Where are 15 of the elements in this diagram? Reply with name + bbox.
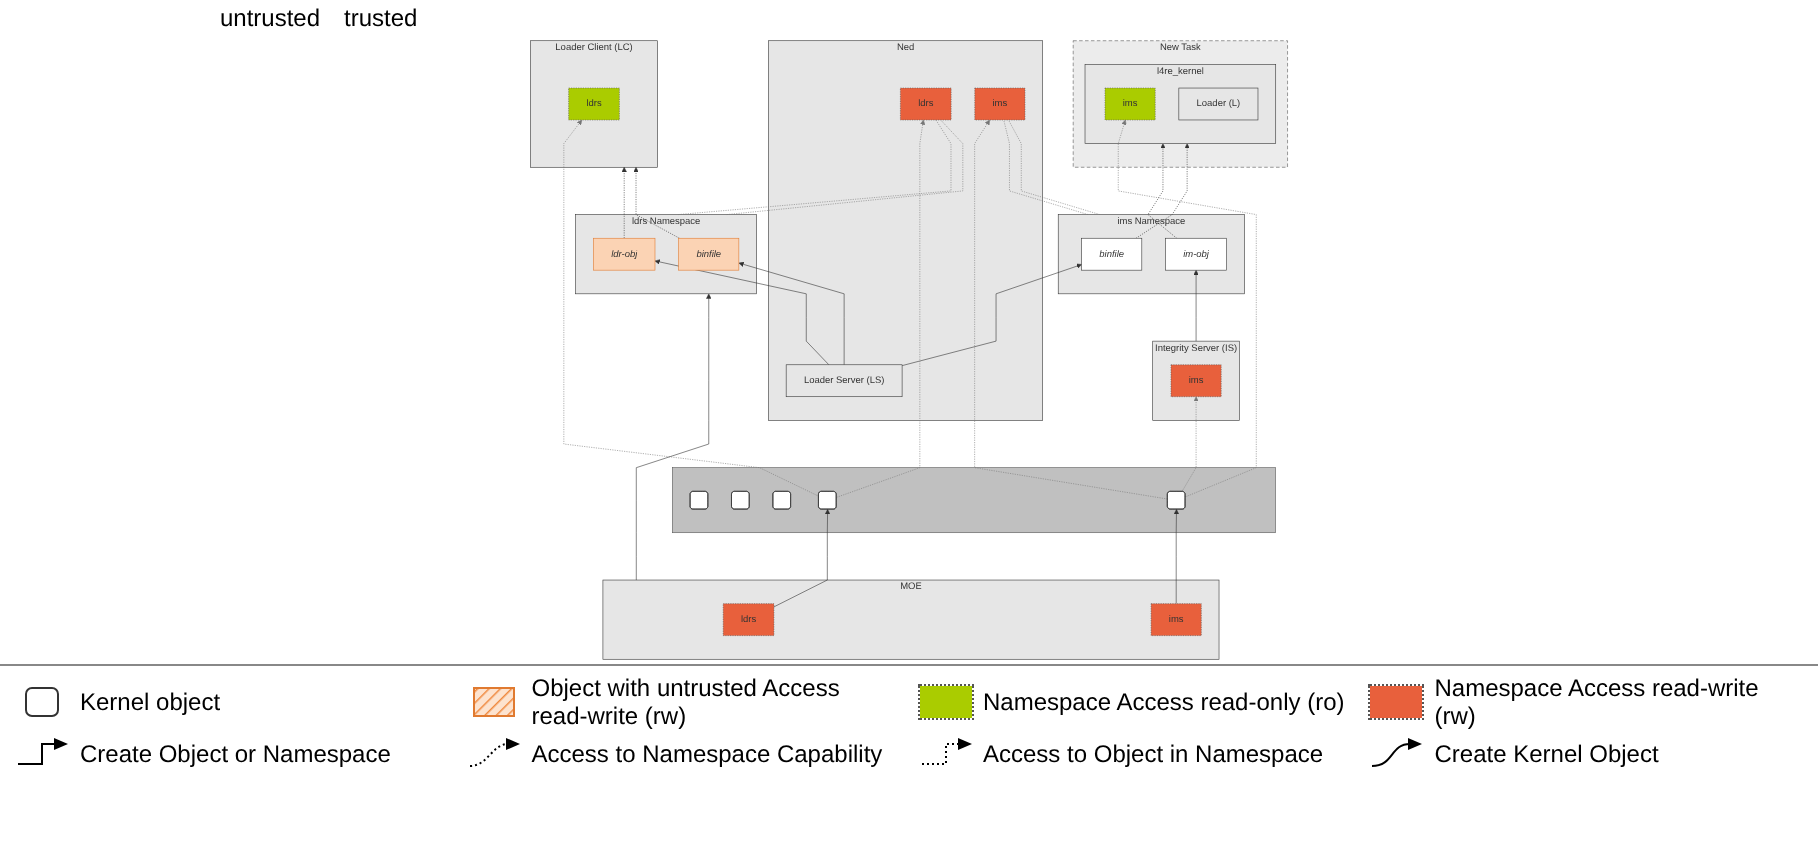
connector [1003, 119, 1089, 215]
legend-label: Namespace Access read-only (ro) [983, 688, 1345, 716]
legend-label: Access to Namespace Capability [531, 740, 883, 768]
cluster [672, 467, 1276, 533]
legend-label: Kernel object [80, 688, 221, 716]
zone-label: trusted [344, 4, 418, 32]
connector [726, 119, 964, 215]
legend-label: Namespace Access read-write (rw) [1434, 674, 1761, 730]
connector [678, 119, 952, 215]
legend-label: Create Kernel Object [1434, 740, 1659, 768]
connector [1008, 119, 1101, 215]
zone-label: untrusted [220, 4, 321, 32]
legend-label: Access to Object in Namespace [983, 740, 1324, 768]
legend-label: Create Object or Namespace [80, 740, 391, 768]
legend-label: Object with untrusted Access read-write (rw) [531, 674, 842, 730]
